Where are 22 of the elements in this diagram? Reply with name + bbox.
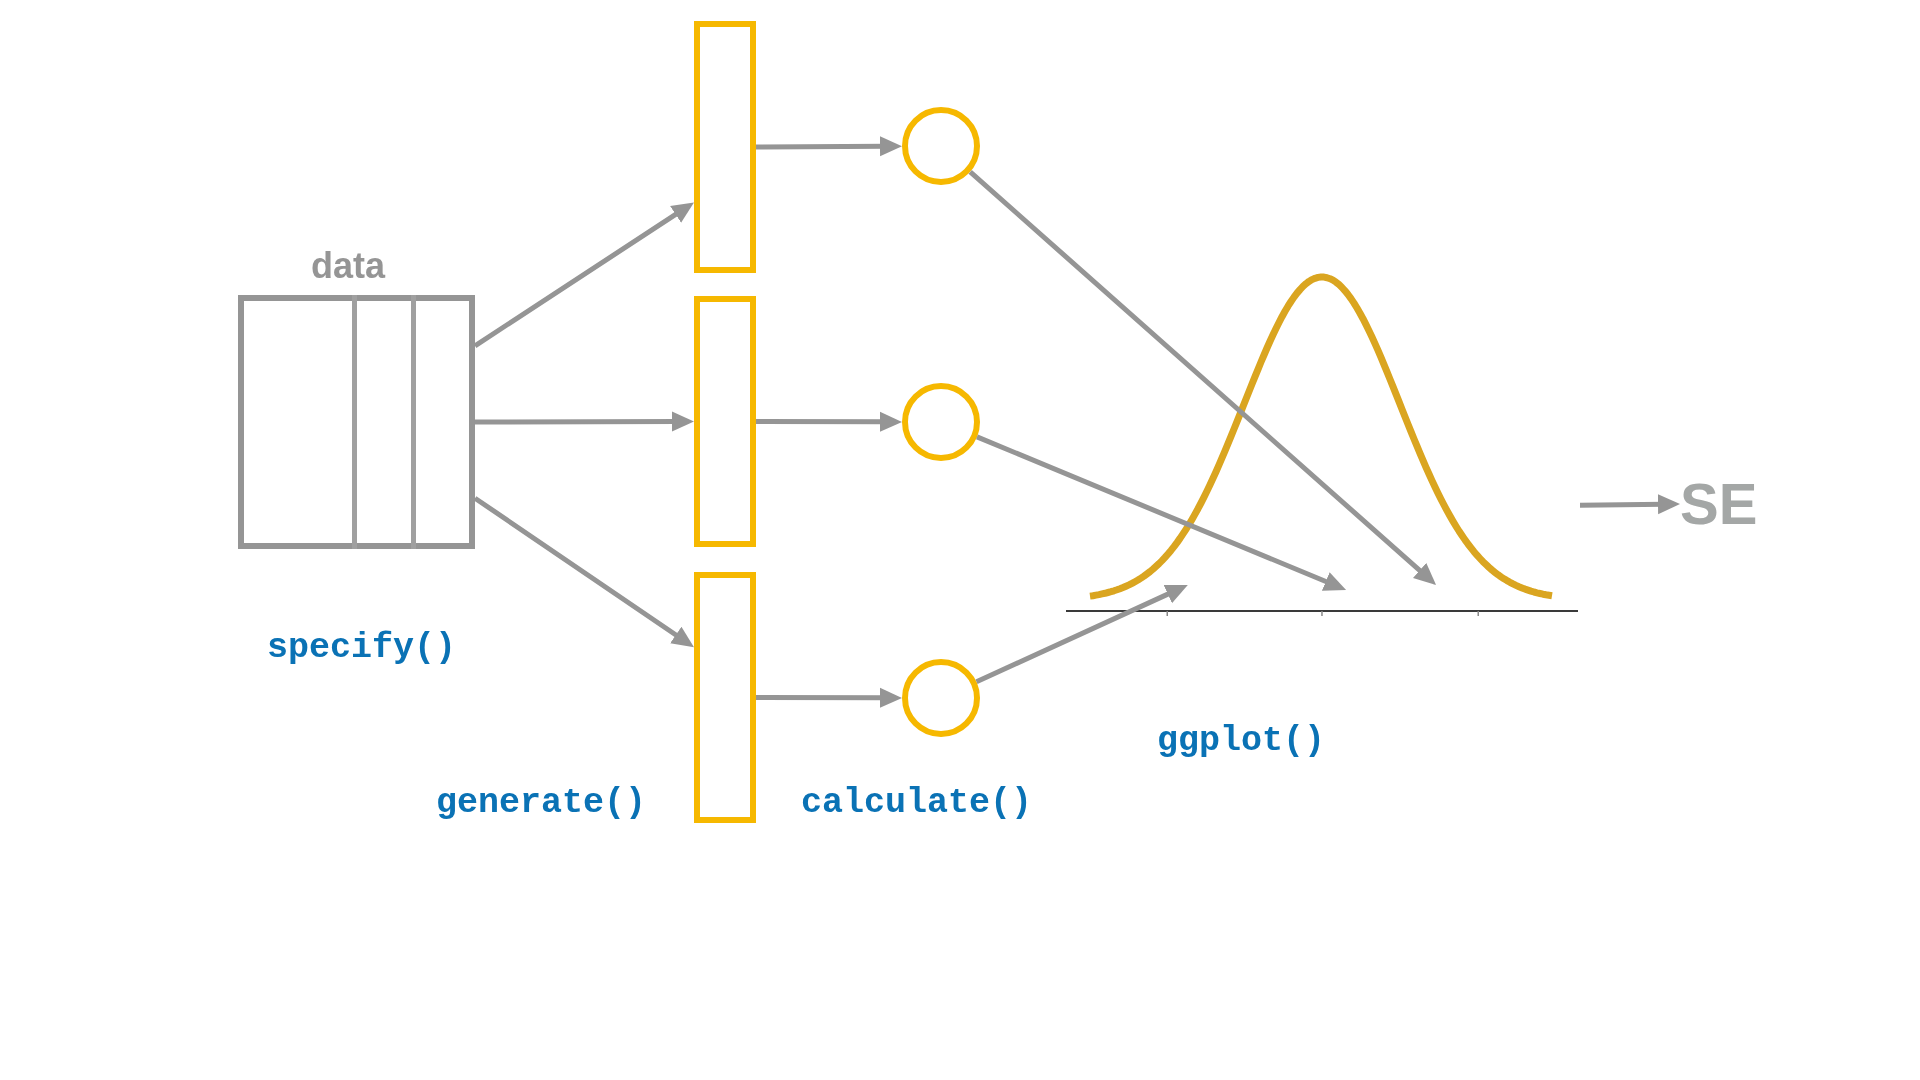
table-heading: data [311,248,386,284]
function-label: calculate() [801,786,1033,821]
arrow [976,434,1348,593]
arrow [475,411,694,432]
arrow [473,200,696,348]
arrow [1579,494,1681,515]
sample-box [694,572,756,823]
arrow [473,496,696,650]
function-label: specify() [267,631,457,666]
arrow [756,687,902,708]
arrow [756,136,902,157]
result-label: SE [1680,475,1758,533]
sample-box [694,21,756,273]
arrow [968,170,1438,587]
function-label: ggplot() [1157,724,1326,759]
statistic-circle [902,107,980,185]
statistic-circle [902,659,980,737]
arrow [975,582,1189,685]
statistic-circle [902,383,980,461]
arrow [756,411,902,432]
sample-box [694,296,756,547]
function-label: generate() [436,786,647,821]
